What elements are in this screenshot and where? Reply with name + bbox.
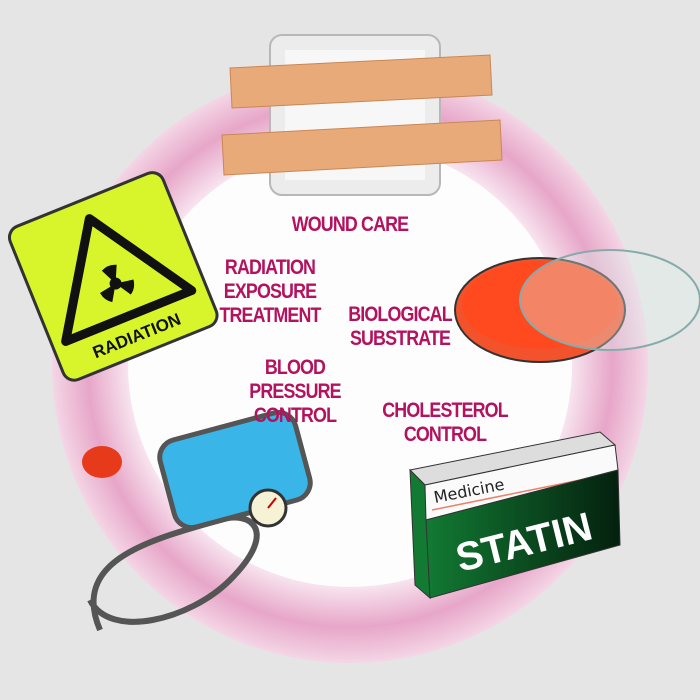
- label-blood-pressure-control: BLOOD PRESSURE CONTROL: [240, 356, 351, 428]
- statin-medicine-box-image: Medicine STATIN: [408, 431, 621, 600]
- blood-pressure-monitor-image: [82, 409, 313, 632]
- label-biological-substrate: BIOLOGICAL SUBSTRATE: [345, 303, 456, 351]
- label-line: CHOLESTEROL: [382, 399, 508, 422]
- label-radiation-exposure-treatment: RADIATION EXPOSURE TREATMENT: [211, 256, 330, 328]
- label-wound-care: WOUND CARE: [291, 213, 409, 236]
- label-line: TREATMENT: [219, 304, 321, 327]
- label-cholesterol-control: CHOLESTEROL CONTROL: [381, 399, 509, 447]
- label-line: CONTROL: [253, 404, 337, 427]
- label-line: BLOOD: [264, 356, 326, 379]
- label-line: PRESSURE: [249, 380, 341, 403]
- label-line: BIOLOGICAL: [348, 303, 452, 326]
- label-line: CONTROL: [403, 423, 487, 446]
- wound-care-bandage-image: [221, 34, 503, 196]
- label-line: SUBSTRATE: [349, 327, 451, 350]
- radiation-sign-icon: RADIATION: [7, 171, 219, 382]
- label-line: EXPOSURE: [223, 280, 317, 303]
- petri-dish-image: [454, 249, 700, 363]
- label-line: RADIATION: [224, 256, 316, 279]
